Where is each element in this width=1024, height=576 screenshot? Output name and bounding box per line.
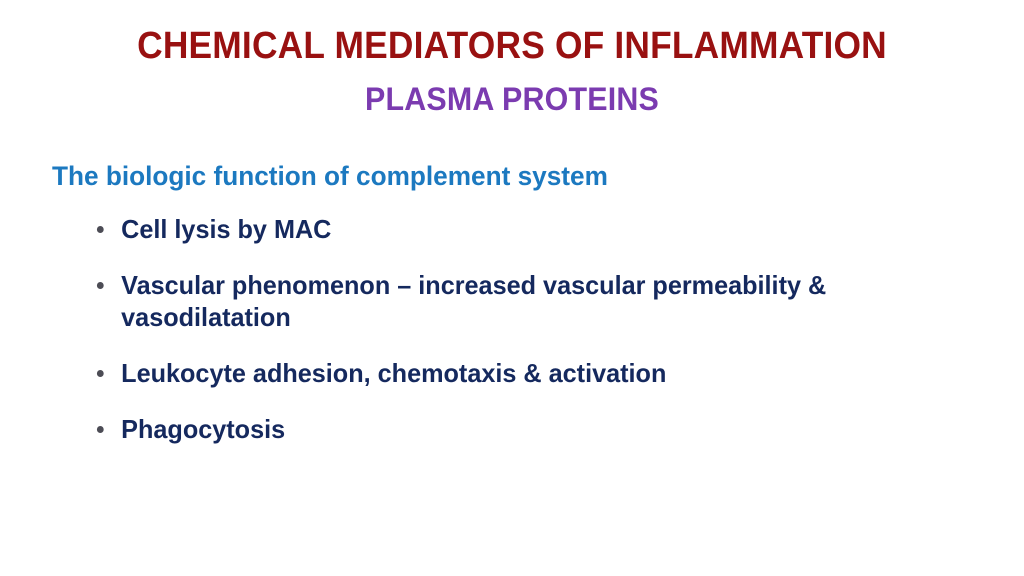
bullet-dot-icon bbox=[96, 426, 104, 433]
bullet-dot-icon bbox=[96, 370, 104, 377]
list-item-label: Phagocytosis bbox=[121, 414, 286, 444]
list-item: Vascular phenomenon – increased vascular… bbox=[94, 269, 870, 333]
list-item-label: Cell lysis by MAC bbox=[121, 214, 332, 244]
list-item-label: Leukocyte adhesion, chemotaxis & activat… bbox=[121, 358, 667, 388]
title-block: CHEMICAL MEDIATORS OF INFLAMMATION PLASM… bbox=[0, 24, 1024, 118]
bullet-dot-icon bbox=[96, 282, 104, 289]
section-heading: The biologic function of complement syst… bbox=[52, 161, 608, 191]
bullet-list: Cell lysis by MAC Vascular phenomenon – … bbox=[94, 213, 894, 445]
list-item: Cell lysis by MAC bbox=[94, 213, 870, 245]
slide-subtitle: PLASMA PROTEINS bbox=[365, 81, 659, 117]
slide-body: The biologic function of complement syst… bbox=[52, 160, 952, 444]
list-item: Phagocytosis bbox=[94, 413, 870, 445]
slide-title: CHEMICAL MEDIATORS OF INFLAMMATION bbox=[137, 25, 887, 67]
bullet-dot-icon bbox=[96, 226, 104, 233]
list-item: Leukocyte adhesion, chemotaxis & activat… bbox=[94, 357, 870, 389]
list-item-label: Vascular phenomenon – increased vascular… bbox=[121, 270, 827, 332]
